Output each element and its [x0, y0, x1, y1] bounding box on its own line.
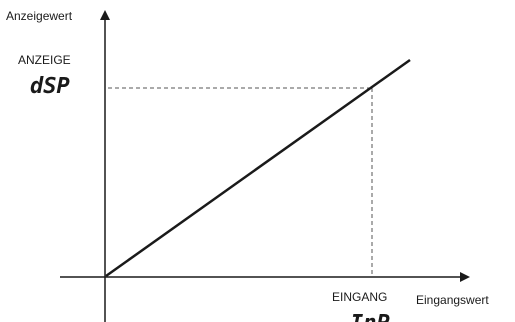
- y-axis-label: Anzeigewert: [6, 9, 73, 23]
- display-label: ANZEIGE: [18, 53, 71, 67]
- scaling-line: [105, 58, 411, 278]
- x-axis-label: Eingangswert: [416, 293, 489, 307]
- input-symbol: InP: [350, 311, 390, 322]
- display-symbol: dSP: [30, 74, 70, 99]
- input-label: EINGANG: [332, 290, 387, 304]
